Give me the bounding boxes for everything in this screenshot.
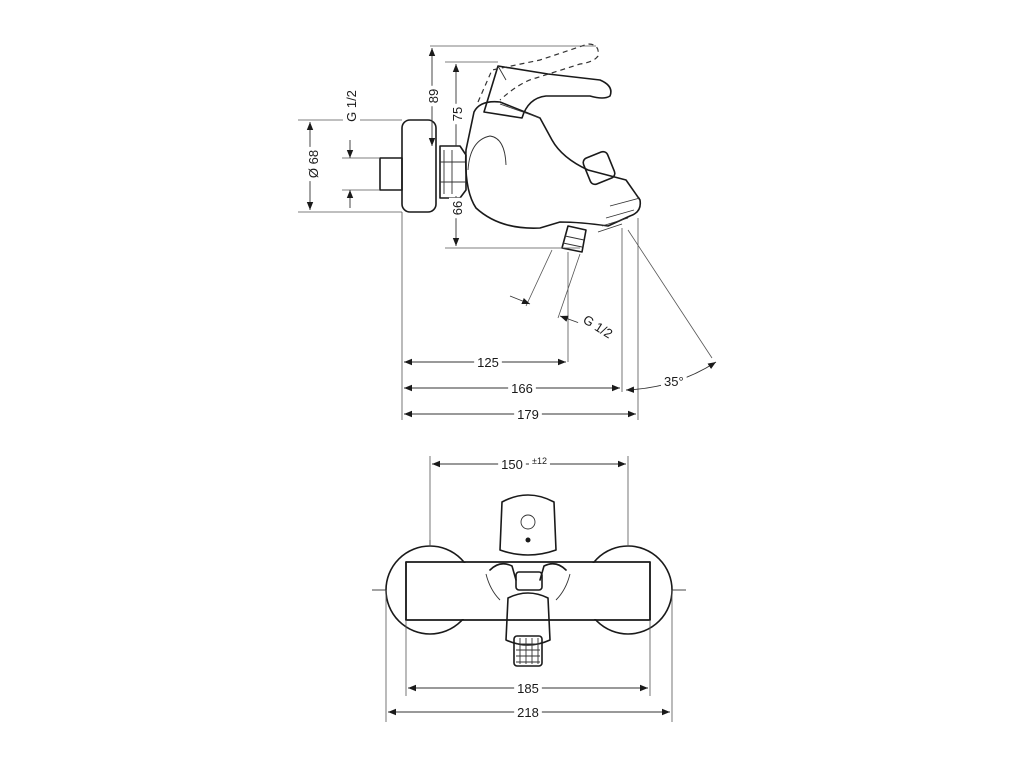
dim-label-bg: [449, 103, 466, 125]
lever-open-dashed: [477, 43, 599, 103]
dim-label-bg: [514, 680, 542, 697]
dim-label-bg: [305, 146, 322, 182]
dim-166: 166: [511, 381, 533, 396]
dim-label-bg: [514, 704, 542, 721]
dim-label-bg: [343, 87, 360, 125]
dim-label-bg: [577, 309, 619, 344]
spout-front: [505, 592, 551, 646]
hex-nut: [439, 145, 467, 199]
dim-179: 179: [517, 407, 539, 422]
dim-66: 66: [450, 201, 465, 215]
dim-label-bg: [425, 85, 442, 107]
handle-dot: [520, 514, 536, 530]
dim-label-bg: [498, 456, 526, 473]
dim-g12-top: G 1/2: [344, 90, 359, 122]
dim-label-bg: [474, 354, 502, 371]
dim-angle-35: 35°: [664, 374, 684, 389]
dim-75: 75: [450, 107, 465, 121]
dim-g12-bottom: G 1/2: [580, 312, 615, 342]
wall-rosette: [401, 119, 437, 213]
dim-label-bg: [449, 197, 466, 219]
front-handle: [499, 494, 557, 556]
dim-label-bg: [661, 373, 687, 390]
dim-150: 150: [501, 457, 523, 472]
diverter-knob: [582, 150, 616, 186]
pipe-connector: [379, 157, 403, 191]
aerator: [513, 635, 543, 667]
dim-label-bg: [514, 406, 542, 423]
mixer-body: [464, 100, 642, 229]
dim-diameter-68: Ø 68: [306, 150, 321, 178]
dim-label-bg: [529, 455, 550, 467]
front-view: 150 ±12 185 218: [372, 455, 686, 722]
dim-185: 185: [517, 681, 539, 696]
side-view: 89 75 66 Ø 68 G 1/2 G 1/2 125 166 179 35…: [298, 43, 717, 423]
outlet-connector: [561, 225, 587, 253]
dim-label-bg: [508, 380, 536, 397]
dim-150-tolerance: ±12: [532, 456, 547, 466]
dim-218: 218: [517, 705, 539, 720]
lever-handle: [483, 65, 612, 119]
dim-125: 125: [477, 355, 499, 370]
diverter-front: [515, 571, 543, 591]
dim-89: 89: [426, 89, 441, 103]
